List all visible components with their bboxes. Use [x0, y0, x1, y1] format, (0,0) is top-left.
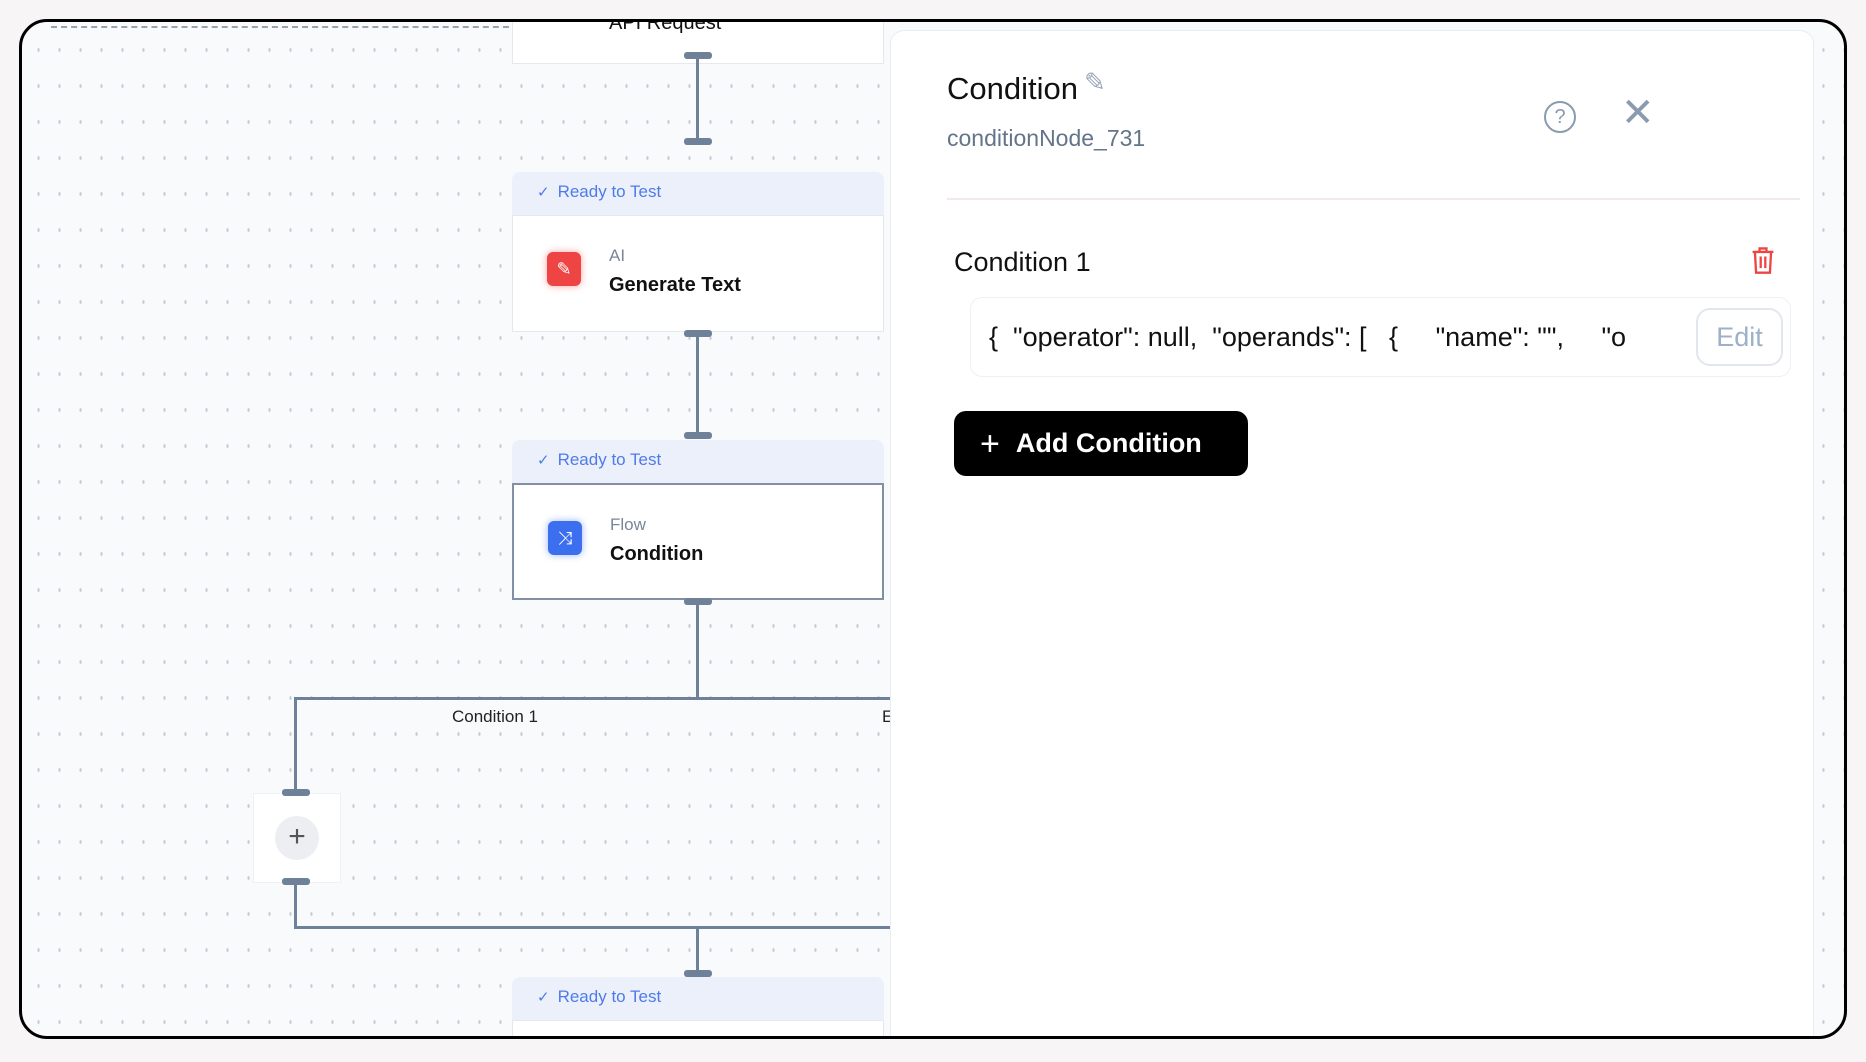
check-icon: ✓	[537, 452, 550, 469]
edge	[696, 926, 699, 972]
help-icon[interactable]: ?	[1544, 101, 1576, 133]
edge	[696, 56, 699, 142]
plus-icon: +	[980, 424, 1000, 463]
check-icon: ✓	[537, 989, 550, 1006]
node-generate-text[interactable]: ✎ AI Generate Text	[512, 215, 884, 332]
node-next[interactable]	[512, 1020, 884, 1036]
condition-expression-field[interactable]: { "operator": null, "operands": [ { "nam…	[970, 297, 1791, 377]
edge	[696, 602, 699, 698]
branch-edge	[294, 697, 894, 700]
trash-icon[interactable]	[1749, 245, 1777, 275]
connector-handle	[684, 52, 712, 59]
branch-label: Condition 1	[452, 707, 539, 726]
connector-handle	[684, 432, 712, 439]
check-icon: ✓	[537, 184, 550, 201]
status-badge: ✓ Ready to Test	[512, 440, 884, 483]
node-settings-panel: Condition ✎ conditionNode_731 ? ✕ Condit…	[890, 30, 1814, 1036]
node-condition[interactable]: ⤨ Flow Condition	[512, 483, 884, 600]
connector-handle	[282, 878, 310, 885]
node-category: Flow	[610, 515, 646, 534]
connector-handle	[684, 330, 712, 337]
edge	[294, 882, 297, 929]
merge-edge	[294, 926, 894, 929]
add-condition-button[interactable]: + Add Condition	[954, 411, 1248, 476]
status-text: Ready to Test	[557, 987, 662, 1006]
workflow-canvas[interactable]: API Request ✓ Ready to Test ✎ AI Generate…	[19, 19, 1847, 1039]
plus-icon[interactable]: +	[275, 816, 319, 860]
condition-label: Condition 1	[954, 247, 1091, 277]
connector-handle	[282, 789, 310, 796]
empty-branch-placeholder: +	[253, 793, 341, 883]
status-badge: ✓ Ready to Test	[512, 977, 884, 1020]
edge	[294, 697, 297, 793]
connector-handle	[684, 138, 712, 145]
connector-handle	[684, 970, 712, 977]
node-title: Condition	[610, 543, 704, 565]
connector-handle	[684, 598, 712, 605]
divider	[947, 198, 1800, 200]
branch-icon: ⤨	[548, 521, 582, 555]
edge	[696, 334, 699, 432]
add-condition-label: Add Condition	[1015, 428, 1202, 458]
node-title: Generate Text	[609, 274, 741, 296]
clipboard-edit-icon: ✎	[547, 252, 581, 286]
status-text: Ready to Test	[557, 182, 662, 201]
status-badge: ✓ Ready to Test	[512, 172, 884, 215]
dashed-guide	[51, 26, 529, 28]
panel-title: Condition	[947, 71, 1078, 106]
pencil-icon[interactable]: ✎	[1084, 67, 1106, 97]
node-id: conditionNode_731	[947, 125, 1146, 151]
node-title: API Request	[609, 19, 722, 34]
edit-button[interactable]: Edit	[1696, 308, 1783, 366]
branch-label: E	[882, 707, 894, 726]
status-text: Ready to Test	[557, 450, 662, 469]
condition-expression: { "operator": null, "operands": [ { "nam…	[989, 322, 1627, 352]
node-category: AI	[609, 246, 626, 265]
close-icon[interactable]: ✕	[1621, 91, 1655, 135]
